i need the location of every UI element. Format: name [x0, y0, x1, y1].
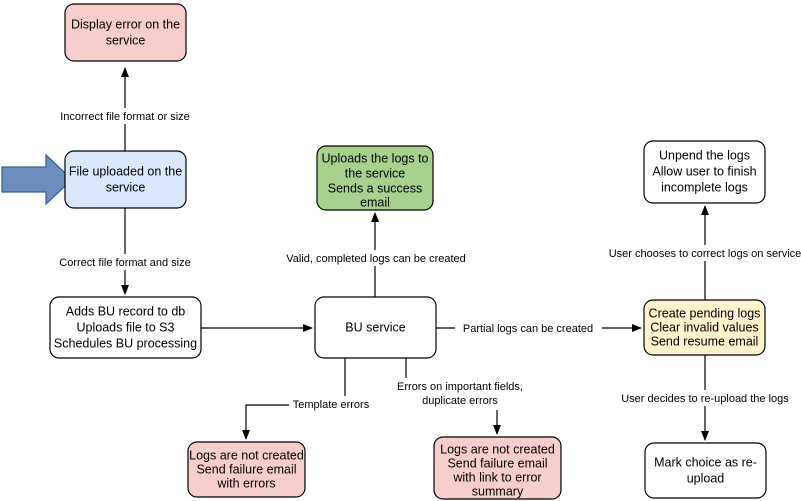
edge-label-bg	[52, 108, 198, 124]
edge-label-bg	[617, 390, 793, 406]
edge-label-important-field-errors-line2: duplicate errors	[422, 395, 498, 407]
node-unpend-the-logs[interactable]: Unpend the logs Allow user to finish inc…	[643, 140, 766, 204]
edge-important-field-errors: Errors on important fields, duplicate er…	[390, 358, 530, 435]
entry-block-arrow-shape	[1, 153, 73, 206]
edge-label-valid-completed-logs: Valid, completed logs can be created	[286, 253, 466, 265]
edge-label-incorrect-file-format: Incorrect file format or size	[60, 111, 190, 123]
edge-label-bg	[604, 245, 801, 261]
node-display-error[interactable]: Display error on the service	[64, 3, 187, 62]
node-adds-bu-record[interactable]: Adds BU record to db Uploads file to S3 …	[49, 296, 202, 359]
edge-correct-file-format: Correct file format and size	[53, 208, 197, 295]
node-label-line: Mark choice as re-	[654, 455, 757, 469]
node-file-uploaded[interactable]: File uploaded on the service	[64, 150, 187, 209]
node-bu-service[interactable]: BU service	[314, 296, 437, 359]
node-label-line: service	[106, 33, 146, 47]
node-label-line: Send failure email	[447, 456, 547, 470]
node-label-line: Logs are not created	[440, 442, 555, 456]
edge-user-corrects-logs: User chooses to correct logs on service	[604, 205, 801, 300]
edge-label-bg	[289, 396, 373, 412]
node-label-line: Clear invalid values	[650, 320, 758, 334]
node-shape[interactable]	[314, 296, 437, 359]
node-label-line: service	[106, 180, 146, 194]
node-label-line: Adds BU record to db	[66, 304, 186, 318]
node-shape[interactable]	[187, 441, 306, 498]
node-label-line: with link to error	[452, 470, 541, 484]
edge-user-reuploads: User decides to re-upload the logs	[617, 355, 793, 441]
node-shape[interactable]	[49, 296, 202, 359]
node-uploads-logs-success[interactable]: Uploads the logs to the service Sends a …	[316, 145, 434, 211]
edge-label-important-field-errors-line1: Errors on important fields,	[397, 381, 523, 393]
edge-label-bg	[390, 378, 530, 410]
node-label-line: Display error on the	[71, 17, 180, 31]
node-shape[interactable]	[644, 442, 767, 499]
node-shape[interactable]	[64, 3, 187, 62]
node-shape[interactable]	[433, 436, 562, 500]
edge-incorrect-file-format: Incorrect file format or size	[52, 67, 198, 151]
node-label-line: BU service	[345, 320, 405, 334]
edge-label-correct-file-format: Correct file format and size	[59, 257, 190, 269]
entry-arrow-icon	[1, 153, 73, 206]
node-label-line: upload	[687, 471, 725, 485]
node-label-line: File uploaded on the	[69, 164, 182, 178]
edge-label-bg	[280, 250, 472, 266]
edge-label-template-errors: Template errors	[293, 399, 370, 411]
edge-partial-logs: Partial logs can be created	[436, 320, 642, 336]
node-label-line: Uploads file to S3	[77, 320, 175, 334]
node-label-line: the service	[345, 166, 405, 180]
node-shape[interactable]	[316, 145, 434, 211]
node-create-pending-logs[interactable]: Create pending logs Clear invalid values…	[643, 299, 766, 356]
node-label-line: summary	[472, 484, 524, 498]
node-label-line: Send failure email	[196, 462, 296, 476]
node-label-line: Create pending logs	[649, 306, 761, 320]
edge-template-errors: Template errors	[242, 358, 373, 440]
node-label-line: Unpend the logs	[659, 148, 750, 162]
node-label-line: Send resume email	[651, 334, 759, 348]
node-shape[interactable]	[64, 150, 187, 209]
node-label-line: Uploads the logs to	[321, 151, 428, 165]
edge-label-bg	[455, 320, 602, 336]
node-logs-not-created-link[interactable]: Logs are not created Send failure email …	[433, 436, 562, 500]
edge-valid-completed-logs: Valid, completed logs can be created	[280, 212, 472, 297]
node-label-line: with errors	[216, 476, 275, 490]
node-shape[interactable]	[643, 299, 766, 356]
node-label-line: Allow user to finish	[652, 164, 756, 178]
node-label-line: incomplete logs	[661, 180, 748, 194]
edge-label-partial-logs: Partial logs can be created	[463, 323, 593, 335]
edge-label-bg	[53, 254, 197, 270]
edge-label-user-reuploads: User decides to re-upload the logs	[621, 393, 789, 405]
node-label-line: Sends a success	[328, 181, 423, 195]
edge-label-user-corrects-logs: User chooses to correct logs on service	[609, 248, 801, 260]
node-label-line: email	[360, 195, 390, 209]
node-shape[interactable]	[643, 140, 766, 204]
node-label-line: Logs are not created	[189, 448, 304, 462]
node-mark-choice-reupload[interactable]: Mark choice as re- upload	[644, 442, 767, 499]
node-label-line: Schedules BU processing	[54, 336, 197, 350]
node-logs-not-created-errors[interactable]: Logs are not created Send failure email …	[187, 441, 306, 498]
